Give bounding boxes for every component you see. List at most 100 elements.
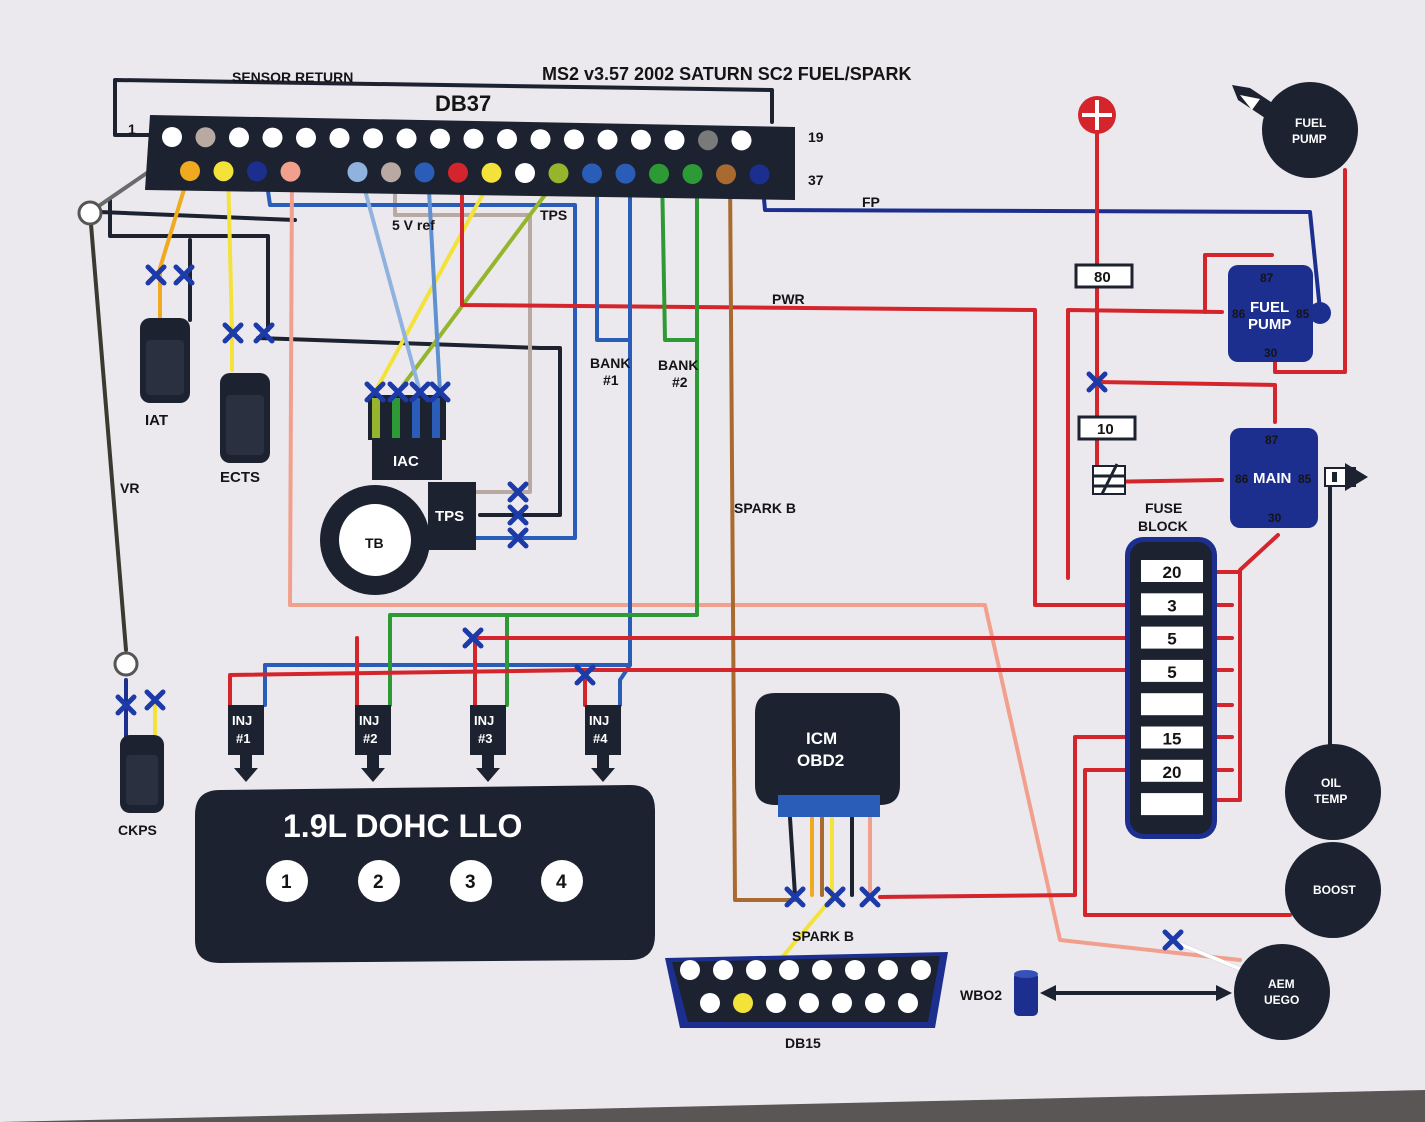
db37-pin xyxy=(247,161,267,182)
fuse-slot xyxy=(1141,560,1203,582)
db37-pin xyxy=(314,161,334,182)
wire-salmon xyxy=(288,168,1242,962)
db15-pin xyxy=(878,960,898,980)
bank2-label-a: BANK xyxy=(658,357,698,373)
fuse-80-label: 80 xyxy=(1094,269,1111,286)
injector-4: INJ#4 xyxy=(585,705,621,782)
wire-fuse-rails xyxy=(1203,570,1242,772)
cylinder-label: 3 xyxy=(465,872,476,893)
main-relay-87: 87 xyxy=(1265,433,1279,447)
fuse-slot-label: 5 xyxy=(1167,630,1176,649)
fuse-slot xyxy=(1141,626,1203,649)
db37-pin xyxy=(347,162,368,182)
ground-arrow-icon xyxy=(1324,463,1368,491)
main-relay xyxy=(1230,428,1318,528)
ckps-sensor xyxy=(120,735,164,813)
fuel-pump-relay xyxy=(1228,265,1313,362)
sensor-return-label: SENSOR RETURN xyxy=(232,69,353,85)
db37-pin xyxy=(582,163,602,184)
db37-pin xyxy=(664,130,685,150)
db37-pin xyxy=(396,128,417,149)
ring-terminal-bottom xyxy=(113,651,139,677)
fuse-slot-label: 3 xyxy=(1167,596,1176,615)
db15-pin xyxy=(700,993,720,1013)
db15-pin xyxy=(911,960,931,980)
fp-relay-line2: PUMP xyxy=(1248,316,1291,333)
fuse-slot xyxy=(1141,593,1203,616)
wire-tps-blue xyxy=(263,168,577,540)
splice-marker xyxy=(409,381,431,403)
injector-2: INJ#2 xyxy=(355,705,391,782)
db37-pin xyxy=(649,163,669,184)
wire-gauge-power xyxy=(878,735,1142,899)
wbo2-label: WBO2 xyxy=(960,987,1002,1003)
fp-label: FP xyxy=(862,194,880,210)
spark-b-label-2: SPARK B xyxy=(792,928,854,944)
splice-marker xyxy=(222,322,244,344)
injector-label-b: #3 xyxy=(478,731,492,746)
five-v-ref-label: 5 V ref xyxy=(392,217,435,233)
wire-inj-power-b xyxy=(228,668,1142,707)
db37-pin xyxy=(463,128,484,149)
wire-icm-1 xyxy=(788,816,797,897)
spark-b-label: SPARK B xyxy=(734,500,796,516)
tps-label: TPS xyxy=(435,508,464,525)
cylinder-label: 2 xyxy=(373,872,384,893)
wire-bank1 xyxy=(263,170,632,707)
fp-relay-terminal xyxy=(1309,302,1331,324)
aem-uego-gauge xyxy=(1234,944,1330,1040)
db15-pin xyxy=(746,960,766,980)
boost-label: BOOST xyxy=(1313,883,1356,897)
ckps-label: CKPS xyxy=(118,822,157,838)
wire-fuse-80-branch xyxy=(1095,380,1277,424)
db37-pin xyxy=(280,161,301,182)
db15-pin xyxy=(799,993,819,1013)
oil-temp-line1: OIL xyxy=(1321,776,1341,790)
injector-label-a: INJ xyxy=(232,713,252,728)
db37-pin xyxy=(381,162,401,183)
main-relay-86: 86 xyxy=(1235,472,1249,486)
wire-ground-bus xyxy=(98,198,562,517)
fuse-slot xyxy=(1141,693,1203,716)
icm-module xyxy=(755,693,900,817)
oil-temp-gauge xyxy=(1285,744,1381,840)
fuse-slot-label: 20 xyxy=(1163,763,1182,782)
fp-relay-line1: FUEL xyxy=(1250,299,1289,316)
throttle-body-assembly xyxy=(320,395,476,595)
db37-pin xyxy=(430,128,450,149)
injector-label-a: INJ xyxy=(474,713,494,728)
arrow-left xyxy=(1040,985,1056,1001)
splice-marker xyxy=(824,886,846,908)
engine-block xyxy=(195,785,655,963)
db37-pin xyxy=(698,130,718,151)
iat-sensor xyxy=(140,318,190,403)
db37-pin xyxy=(548,163,569,184)
aem-line1: AEM xyxy=(1268,977,1295,991)
wbo2-sensor xyxy=(1014,970,1038,1016)
fuse-slot-label: 20 xyxy=(1163,563,1182,582)
bank2-label-b: #2 xyxy=(672,374,688,390)
fuse-block-inner xyxy=(1130,542,1212,834)
db37-pin xyxy=(530,129,551,150)
db37-pin xyxy=(765,130,785,151)
fp-relay-30: 30 xyxy=(1264,346,1278,360)
db15-pin xyxy=(680,960,700,980)
fuel-pump-motor xyxy=(1262,82,1358,178)
wire-iac-lightblue xyxy=(358,170,422,394)
pwr-label: PWR xyxy=(772,291,805,307)
fuse-slot-label: 15 xyxy=(1163,730,1182,749)
splice-marker xyxy=(574,664,596,686)
db15-pin xyxy=(779,960,799,980)
db37-pin xyxy=(716,164,736,185)
fuse-slot xyxy=(1141,759,1203,782)
injector-label-a: INJ xyxy=(359,713,379,728)
injector-label-b: #1 xyxy=(236,731,250,746)
fuel-pump-line1: FUEL xyxy=(1295,116,1326,130)
injector-label-a: INJ xyxy=(589,713,609,728)
db15-pin xyxy=(733,993,753,1013)
db37-pin xyxy=(363,128,383,149)
wire-main-out xyxy=(1213,533,1280,802)
fuse-10-label: 10 xyxy=(1097,421,1114,438)
fuel-pump-line2: PUMP xyxy=(1292,132,1327,146)
